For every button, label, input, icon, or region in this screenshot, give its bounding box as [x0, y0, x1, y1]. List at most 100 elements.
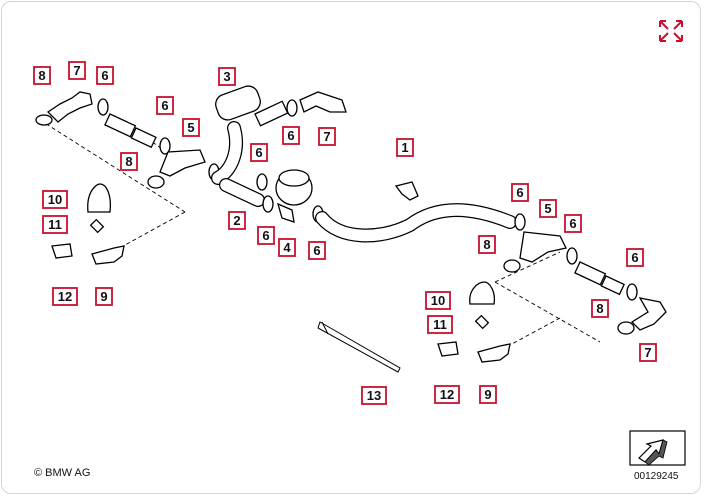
t-piece-left	[159, 149, 206, 177]
callout-box	[479, 385, 497, 404]
clamp-left-6b	[159, 137, 171, 155]
callout-box	[96, 66, 114, 85]
clamp-right-6b	[566, 247, 578, 265]
callout-6: 6	[308, 241, 326, 260]
callout-box	[182, 118, 200, 137]
callout-10: 10	[425, 291, 451, 310]
callout-box	[626, 248, 644, 267]
callout-label: 6	[262, 228, 269, 243]
center-hose-assembly	[211, 85, 517, 243]
callout-box	[539, 199, 557, 218]
callout-label: 8	[483, 237, 490, 252]
callout-9: 9	[479, 385, 497, 404]
callout-label: 6	[516, 185, 523, 200]
callout-label: 12	[440, 387, 454, 402]
diagram-id-label: 00129245	[634, 471, 679, 482]
callout-7: 7	[68, 61, 86, 80]
nozzle-right	[477, 343, 511, 363]
callout-box	[52, 287, 78, 306]
expand-icon[interactable]	[657, 18, 685, 44]
callout-label: 12	[58, 289, 72, 304]
callout-box	[278, 238, 296, 257]
right-hose-assembly	[503, 213, 667, 335]
callout-13: 13	[361, 386, 387, 405]
callout-6: 6	[626, 248, 644, 267]
callout-label: 6	[631, 250, 638, 265]
callout-label: 6	[287, 128, 294, 143]
callout-box	[156, 96, 174, 115]
callout-label: 10	[48, 192, 62, 207]
arrow-down-left-icon[interactable]	[629, 430, 686, 466]
callout-5: 5	[182, 118, 200, 137]
callout-box	[42, 190, 68, 209]
clamp-right-8	[503, 259, 521, 273]
callout-box	[434, 385, 460, 404]
callout-label: 8	[125, 154, 132, 169]
hose-segment-right	[574, 261, 607, 286]
clamp-center-6a	[256, 173, 268, 191]
clip-left	[51, 243, 73, 259]
callout-box	[218, 67, 236, 86]
valve-top	[278, 169, 310, 187]
clamp-left-8b	[147, 175, 165, 189]
callout-3: 3	[218, 67, 236, 86]
callout-label: 6	[101, 68, 108, 83]
clamp-center-6b	[262, 195, 274, 213]
callout-7: 7	[318, 127, 336, 146]
callout-label: 7	[323, 129, 330, 144]
callout-label: 4	[283, 240, 291, 255]
callout-box	[95, 287, 113, 306]
callout-1: 1	[396, 138, 414, 157]
t-piece-right	[519, 231, 567, 263]
callout-8: 8	[478, 235, 496, 254]
nozzle-cap-right	[469, 281, 496, 305]
callout-label: 9	[484, 387, 491, 402]
cable-tie-13	[317, 321, 401, 373]
callout-box	[120, 152, 138, 171]
callout-label: 8	[596, 301, 603, 316]
hose-segment-left	[104, 113, 137, 138]
callout-label: 6	[161, 98, 168, 113]
nozzle-parts	[51, 183, 511, 373]
clamp-left-6a	[97, 98, 109, 116]
callout-4: 4	[278, 238, 296, 257]
callout-label: 10	[431, 293, 445, 308]
callout-box	[396, 138, 414, 157]
callout-8: 8	[591, 299, 609, 318]
callout-label: 6	[313, 243, 320, 258]
callout-5: 5	[539, 199, 557, 218]
callout-label: 7	[73, 63, 80, 78]
callout-label: 11	[48, 217, 62, 232]
callout-label: 9	[100, 289, 107, 304]
callout-label: 7	[644, 345, 651, 360]
clamp-right-8b	[617, 321, 635, 335]
elbow-hose-right	[630, 297, 667, 331]
callout-box	[425, 291, 451, 310]
clip-right	[437, 341, 459, 357]
callout-12: 12	[52, 287, 78, 306]
reservoir-3	[215, 85, 261, 121]
clamp-right-6a	[514, 213, 526, 231]
callout-label: 1	[401, 140, 408, 155]
holder-1	[394, 181, 419, 201]
elbow-hose-left	[46, 91, 93, 123]
check-valve-4	[276, 202, 295, 223]
callout-box	[68, 61, 86, 80]
callout-box	[308, 241, 326, 260]
callout-6: 6	[96, 66, 114, 85]
callout-6: 6	[564, 214, 582, 233]
callout-box	[42, 215, 68, 234]
callout-11: 11	[427, 315, 453, 334]
callout-box	[257, 226, 275, 245]
washer-left	[89, 218, 105, 234]
callout-label: 11	[433, 317, 447, 332]
clamp-left-8	[35, 114, 53, 126]
callout-label: 13	[367, 388, 381, 403]
callout-10: 10	[42, 190, 68, 209]
clamp-upper-6	[286, 99, 298, 117]
hose-segment-upper	[254, 100, 289, 127]
callout-box	[511, 183, 529, 202]
callout-label: 6	[569, 216, 576, 231]
washer-right	[474, 314, 490, 330]
nozzle-left	[91, 245, 125, 265]
